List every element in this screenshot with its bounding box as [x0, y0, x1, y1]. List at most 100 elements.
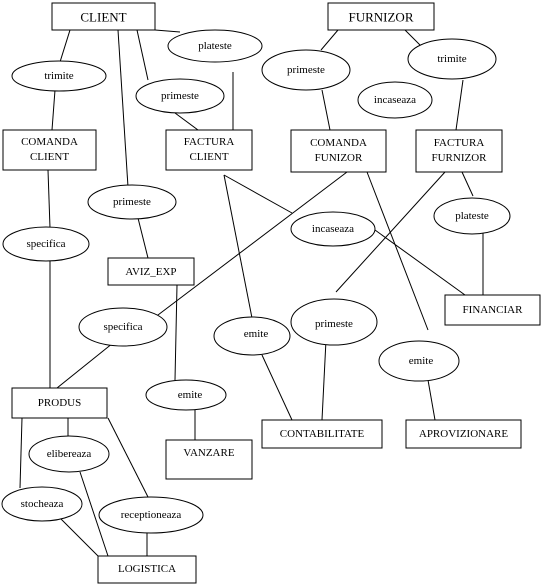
relation-emite-aprovizionare: emite: [378, 340, 460, 382]
link-trimite-factura-furnizor: [455, 79, 464, 131]
relation-label: trimite: [44, 70, 73, 82]
link-stocheaza-logistica: [59, 517, 101, 559]
entity-box: [165, 129, 253, 171]
relation-ellipse: [261, 49, 351, 91]
relation-label: trimite: [437, 53, 466, 65]
relation-receptioneaza: receptioneaza: [98, 496, 204, 534]
relation-specifica-left: specifica: [2, 226, 90, 262]
link-emite-contabilitate: [261, 354, 293, 421]
entity-label: CONTABILITATE: [280, 428, 365, 440]
link-client-primeste-aviz: [117, 29, 129, 188]
link-primeste-aviz-exp: [137, 217, 149, 259]
relation-elibereaza: elibereaza: [28, 435, 110, 473]
entity-financiar: FINANCIAR: [444, 294, 541, 326]
link-furnizor-primeste: [320, 29, 339, 51]
link-client-primeste-factura: [136, 29, 149, 81]
link-client-plateste: [154, 29, 181, 33]
relation-ellipse: [213, 316, 291, 356]
entity-label: FINANCIAR: [463, 304, 524, 316]
entity-box: [11, 387, 108, 419]
link-factura-furnizor-plateste: [461, 171, 474, 197]
entity-label: APROVIZIONARE: [419, 428, 509, 440]
link-comanda-funizor-specifica: [153, 171, 348, 319]
relation-ellipse: [290, 298, 378, 346]
link-factura-client-emite: [223, 174, 253, 319]
entity-box: [444, 294, 541, 326]
entity-label-line-2: CLIENT: [189, 151, 228, 163]
relation-label: emite: [178, 389, 203, 401]
relation-stocheaza: stocheaza: [1, 486, 83, 522]
entity-label-line-1: COMANDA: [310, 137, 367, 149]
entity-vanzare: VANZARE: [165, 439, 253, 480]
entity-label: CLIENT: [80, 10, 126, 25]
relation-primeste-furnizor: primeste: [261, 49, 351, 91]
entity-label-line-1: FACTURA: [434, 137, 485, 149]
entity-label: VANZARE: [183, 447, 234, 459]
relation-ellipse: [407, 38, 497, 80]
relation-ellipse: [433, 197, 511, 235]
link-emite-aprovizionare: [427, 379, 436, 421]
relation-primeste-aviz: primeste: [87, 184, 177, 220]
entity-label-line-2: FURNIZOR: [431, 152, 487, 164]
link-trimite-comanda-client: [51, 89, 56, 131]
entity-label: AVIZ_EXP: [125, 266, 176, 278]
relation-label: stocheaza: [21, 498, 64, 510]
relation-label: primeste: [287, 64, 325, 76]
entity-aprovizionare: APROVIZIONARE: [405, 419, 522, 449]
entity-label-line-1: FACTURA: [184, 136, 235, 148]
relation-ellipse: [98, 496, 204, 534]
link-produs-stocheaza: [19, 417, 23, 489]
relation-ellipse: [2, 226, 90, 262]
relation-emite-vanzare: emite: [145, 379, 227, 411]
relation-trimite-furnizor: trimite: [407, 38, 497, 80]
entity-box: [405, 419, 522, 449]
relation-ellipse: [357, 81, 433, 119]
entity-box: [261, 419, 383, 449]
entity-box: [327, 2, 435, 31]
entity-aviz-exp: AVIZ_EXP: [107, 257, 195, 286]
relation-label: emite: [244, 328, 269, 340]
relation-label: emite: [409, 355, 434, 367]
link-primeste-comanda-funizor: [321, 89, 331, 131]
entity-box: [107, 257, 195, 286]
relation-label: receptioneaza: [121, 509, 182, 521]
relation-ellipse: [28, 435, 110, 473]
relation-emite-contabilitate: emite: [213, 316, 291, 356]
entity-comanda-funizor: COMANDA FUNIZOR: [290, 129, 387, 173]
link-aviz-exp-emite: [174, 284, 178, 381]
relation-label: plateste: [455, 210, 489, 222]
link-client-trimite: [59, 29, 71, 63]
relation-ellipse: [290, 211, 376, 247]
link-factura-client-incaseaza-mid: [223, 174, 293, 214]
relation-ellipse: [11, 60, 107, 92]
link-produs-receptioneaza: [107, 417, 149, 498]
link-primeste-factura-client: [174, 112, 199, 131]
relation-plateste-client: plateste: [167, 29, 263, 63]
relation-ellipse: [135, 78, 225, 114]
connector-lines: [19, 29, 484, 559]
relation-plateste-furnizor: plateste: [433, 197, 511, 235]
relation-incaseaza-mid: incaseaza: [290, 211, 376, 247]
entity-label: FURNIZOR: [348, 10, 413, 25]
relation-label: plateste: [198, 40, 232, 52]
entity-comanda-client: COMANDA CLIENT: [2, 129, 97, 171]
entity-factura-furnizor: FACTURA FURNIZOR: [415, 129, 503, 173]
relation-ellipse: [1, 486, 83, 522]
relation-ellipse: [145, 379, 227, 411]
relation-label: incaseaza: [374, 94, 416, 106]
entity-label: LOGISTICA: [118, 563, 176, 575]
relation-label: primeste: [161, 90, 199, 102]
entity-logistica: LOGISTICA: [97, 555, 197, 584]
relation-ellipse: [378, 340, 460, 382]
relation-label: primeste: [315, 318, 353, 330]
link-comanda-funizor-emite: [366, 171, 429, 331]
link-specifica-produs-mid: [56, 342, 114, 389]
relation-label: incaseaza: [312, 223, 354, 235]
entity-box: [290, 129, 387, 173]
link-comanda-client-specifica: [47, 169, 51, 229]
relation-primeste-contabilitate: primeste: [290, 298, 378, 346]
relation-label: specifica: [103, 321, 142, 333]
link-elibereaza-logistica: [79, 471, 109, 557]
entity-label-line-2: CLIENT: [30, 151, 69, 163]
entity-box: [97, 555, 197, 584]
